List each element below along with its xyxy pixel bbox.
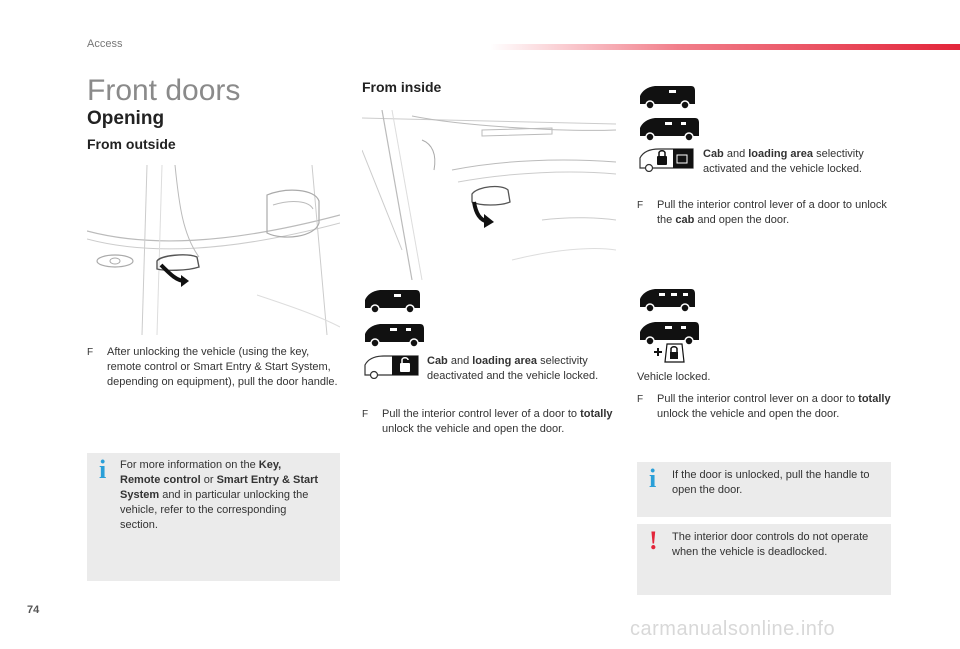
bullet-icon: F: [637, 394, 644, 405]
van-loading-area-icon: [362, 322, 426, 348]
activated-caption: Cab and loading area selectivity activat…: [703, 148, 864, 175]
bullet-icon: F: [87, 347, 94, 358]
opening-heading: Opening: [87, 108, 165, 129]
van-loading-area-icon: [637, 320, 701, 346]
van-padlock-locked-icon: [637, 146, 697, 172]
page-number: 74: [27, 604, 40, 616]
info-icon: i: [649, 464, 657, 493]
warning-icon: !: [649, 526, 658, 555]
info-note-text: If the door is unlocked, pull the handle…: [672, 469, 870, 496]
deactivated-caption: Cab and loading area selectivity deactiv…: [427, 355, 599, 382]
section-title: Access: [87, 38, 123, 50]
van-cab-icon: [362, 288, 422, 314]
van-loading-area-icon: [637, 116, 701, 142]
activated-instruction: F Pull the interior control lever of a d…: [637, 199, 887, 226]
bullet-icon: F: [637, 200, 644, 211]
from-outside-heading: From outside: [87, 136, 176, 152]
van-cab-icon: [637, 84, 697, 110]
page-title: Front doors: [87, 74, 241, 107]
from-inside-heading: From inside: [362, 79, 442, 95]
bullet-icon: F: [362, 409, 369, 420]
van-padlock-unlocked-icon: [362, 353, 422, 379]
header-accent-bar: [490, 44, 960, 50]
padlock-plus-icon: [652, 340, 686, 366]
info-note-text: For more information on the Key, Remote …: [120, 459, 319, 531]
inside-door-illustration: [362, 110, 616, 280]
warning-note-text: The interior door controls do not operat…: [672, 531, 869, 558]
locked-caption: Vehicle locked.: [637, 371, 711, 383]
watermark: carmanualsonline.info: [630, 618, 836, 640]
locked-instruction: F Pull the interior control lever on a d…: [637, 393, 891, 420]
outside-door-illustration: [87, 165, 340, 335]
info-note-unlocked: i If the door is unlocked, pull the hand…: [637, 462, 891, 517]
warning-note-deadlocked: ! The interior door controls do not oper…: [637, 524, 891, 595]
info-note-key: i For more information on the Key, Remot…: [87, 453, 340, 581]
info-icon: i: [99, 455, 107, 484]
van-passenger-icon: [637, 287, 697, 313]
inside-instruction: F Pull the interior control lever of a d…: [362, 408, 613, 435]
outside-instruction: F After unlocking the vehicle (using the…: [87, 346, 338, 388]
